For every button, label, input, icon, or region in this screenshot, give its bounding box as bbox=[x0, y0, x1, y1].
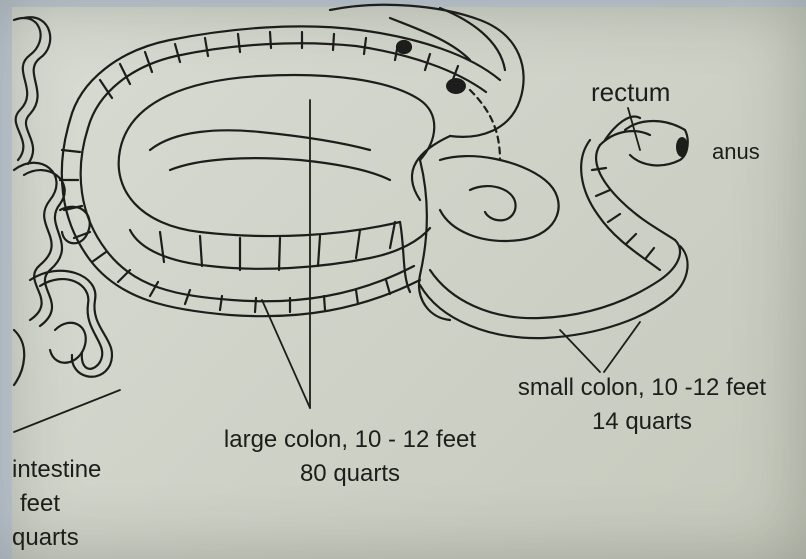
small-intestine-drawing bbox=[14, 17, 112, 385]
cecum-drawing bbox=[330, 5, 524, 200]
small-intestine-leader bbox=[14, 390, 120, 432]
small-intestine-label-line1: intestine bbox=[12, 458, 101, 482]
small-colon-drawing bbox=[420, 131, 688, 338]
rectum-leader bbox=[628, 108, 640, 150]
rectum-drawing bbox=[605, 117, 688, 166]
small-colon-leader-left bbox=[560, 330, 600, 372]
large-colon-label-line2: 80 quarts bbox=[190, 462, 510, 486]
small-intestine-label-line2: feet bbox=[20, 492, 60, 516]
small-colon-label-line2: 14 quarts bbox=[482, 410, 802, 434]
large-colon-label-line1: large colon, 10 - 12 feet bbox=[190, 428, 510, 452]
anus-label: anus bbox=[712, 141, 760, 163]
small-intestine-label-line3: quarts bbox=[12, 526, 79, 550]
small-colon-label-line1: small colon, 10 -12 feet bbox=[482, 376, 802, 400]
small-colon-leader-right bbox=[604, 322, 640, 372]
rectum-label: rectum bbox=[591, 79, 670, 105]
